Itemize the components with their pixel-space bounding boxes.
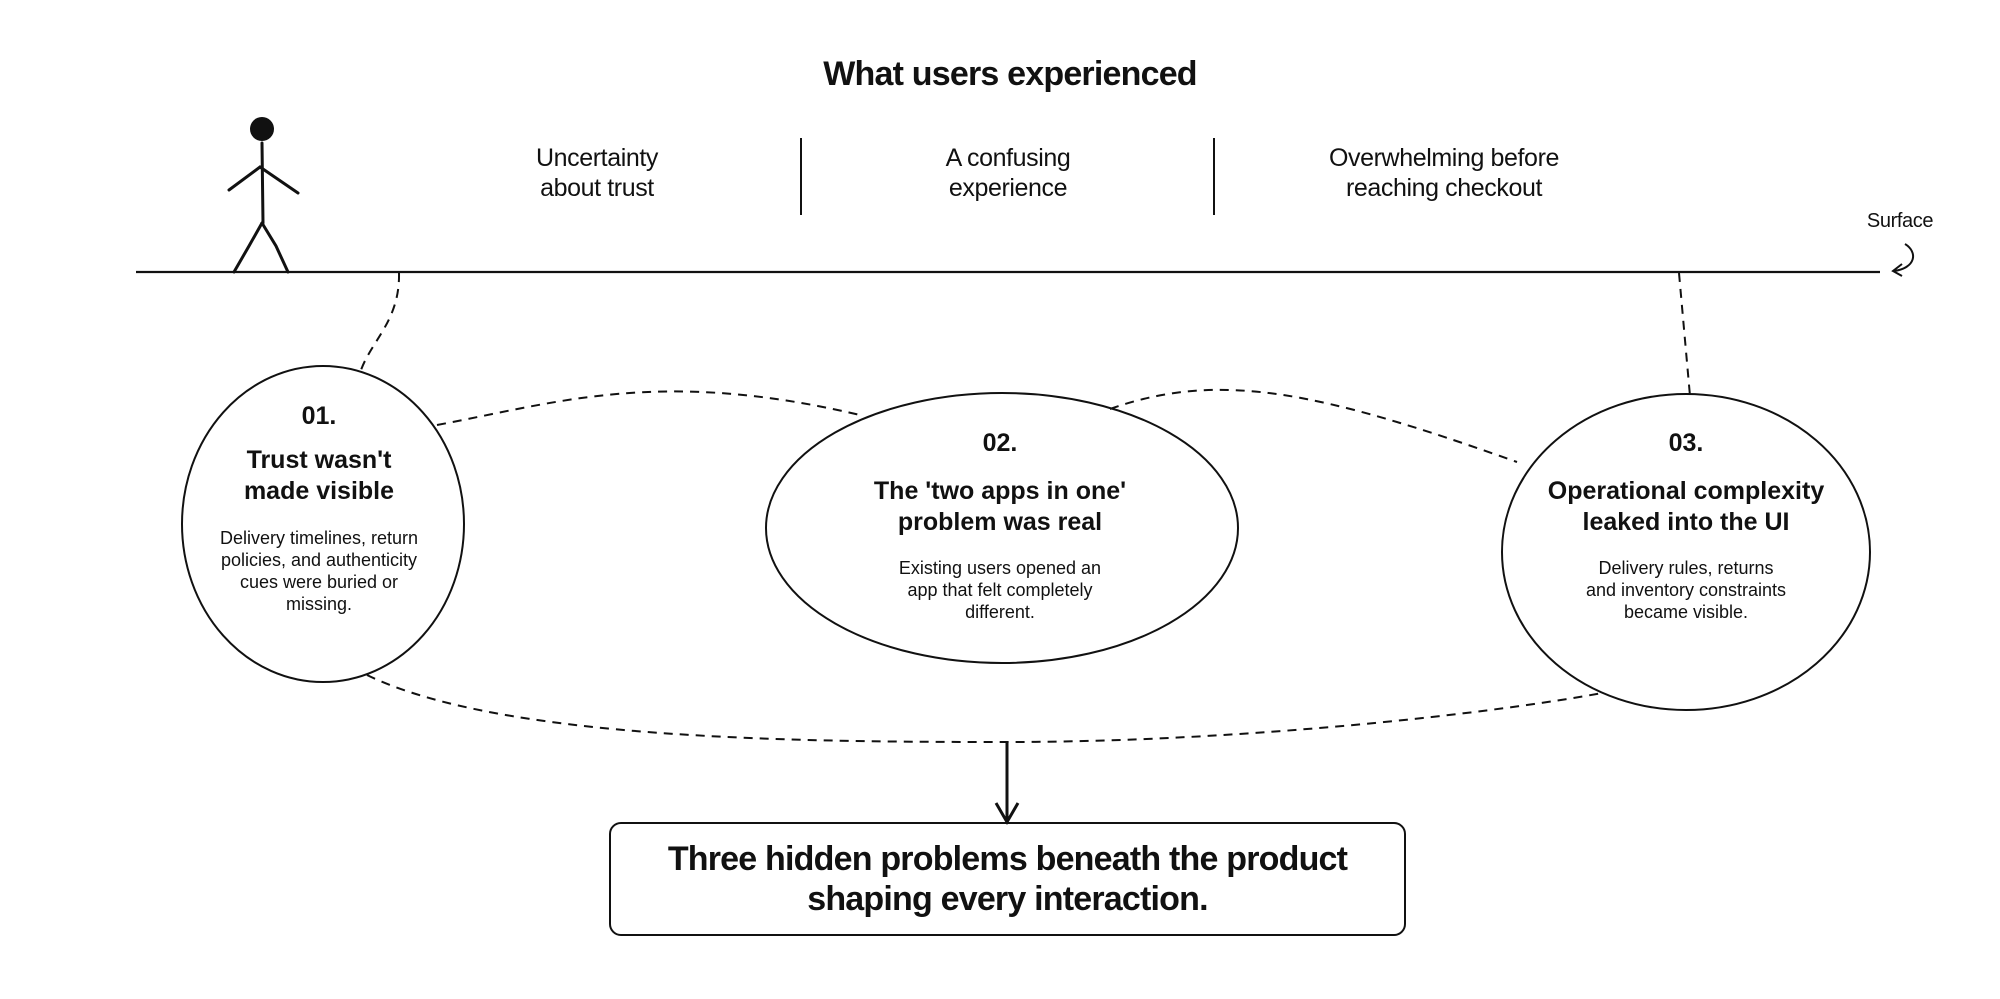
experience-label-1: Uncertainty about trust xyxy=(535,144,659,202)
problem-description-3: Delivery rules, returns and inventory co… xyxy=(1585,558,1787,622)
problem-number-2: 02. xyxy=(982,429,1018,457)
experience-label-3: Overwhelming before reaching checkout xyxy=(1328,144,1559,202)
problem-bubble-2 xyxy=(765,392,1239,664)
summary-text: Three hidden problems beneath the produc… xyxy=(667,840,1348,918)
problem-description-1: Delivery timelines, return policies, and… xyxy=(219,528,419,614)
surface-label: Surface xyxy=(1866,210,1934,232)
problem-bubble-3 xyxy=(1501,393,1871,711)
problem-title-2: The 'two apps in one' problem was real xyxy=(873,477,1127,536)
problem-number-1: 01. xyxy=(301,402,337,430)
problem-number-3: 03. xyxy=(1668,429,1704,457)
problem-bubble-1 xyxy=(181,365,465,683)
dashed-connector xyxy=(436,390,861,426)
page-title: What users experienced xyxy=(823,55,1197,93)
problem-description-2: Existing users opened an app that felt c… xyxy=(898,558,1102,622)
problem-title-3: Operational complexity leaked into the U… xyxy=(1547,477,1825,536)
curved-arrow-icon xyxy=(1891,243,1915,277)
dashed-connector xyxy=(360,272,401,371)
dashed-connector xyxy=(366,674,1603,744)
problem-title-1: Trust wasn't made visible xyxy=(243,446,395,505)
dashed-connector xyxy=(1678,272,1691,397)
summary-box: Three hidden problems beneath the produc… xyxy=(609,822,1406,936)
dashed-connector xyxy=(1109,388,1518,463)
experience-label-2: A confusing experience xyxy=(945,144,1071,202)
stick-figure-icon xyxy=(227,117,300,274)
arrow-down-icon xyxy=(994,742,1020,825)
